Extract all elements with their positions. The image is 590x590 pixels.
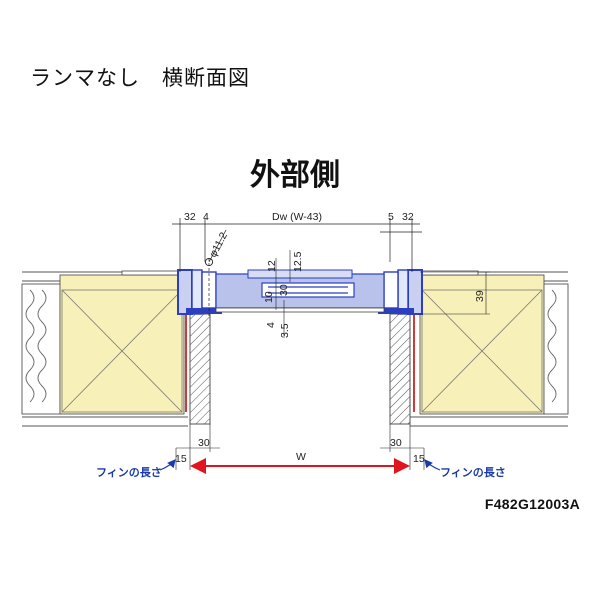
- dim-v-4: 4: [265, 322, 277, 328]
- exterior-side-label: 外部側: [250, 158, 340, 193]
- vertical-dims-lines: [275, 250, 291, 338]
- dim-v-12: 12: [266, 260, 278, 272]
- dim-right-39: 39: [474, 290, 486, 302]
- dim-v-10: 10: [263, 291, 275, 303]
- dim-v-30: 30: [278, 284, 290, 296]
- dim-hole-diameter: φ11.2: [207, 230, 230, 259]
- window-frame: [121, 257, 479, 318]
- dim-width-W: W: [296, 451, 306, 463]
- dim-fin-right-15: 15: [413, 453, 425, 465]
- dim-bottom-left-30: 30: [198, 437, 210, 449]
- dim-top-right-32: 32: [402, 211, 414, 223]
- page-title: ランマなし 横断面図: [30, 66, 250, 90]
- right-jamb-hatch: [389, 313, 411, 425]
- bottom-dims-lines: [175, 424, 425, 470]
- dim-v-12-5: 12.5: [292, 251, 304, 272]
- top-dimension: [172, 218, 422, 272]
- right-39-dim-lines: [420, 271, 490, 315]
- left-jamb-hatch: [189, 313, 211, 425]
- fin-length-right-note: フィンの長さ: [440, 466, 506, 479]
- hole-leader: [208, 229, 227, 263]
- drawing-code: F482G12003A: [484, 496, 580, 512]
- dim-fin-left-15: 15: [175, 453, 187, 465]
- right-wall-section: [419, 274, 569, 415]
- dim-bottom-right-30: 30: [390, 437, 402, 449]
- fin-left-arrow: [159, 459, 176, 471]
- dim-top-left-4: 4: [203, 211, 209, 223]
- dim-v-3-5: 3.5: [279, 323, 291, 338]
- fin-right-arrow: [424, 459, 441, 471]
- left-wall-section: [21, 274, 185, 415]
- dim-top-width: Dw (W-43): [272, 211, 322, 223]
- dim-top-right-5: 5: [388, 211, 394, 223]
- fin-length-left-note: フィンの長さ: [96, 466, 162, 479]
- dim-top-left-32: 32: [184, 211, 196, 223]
